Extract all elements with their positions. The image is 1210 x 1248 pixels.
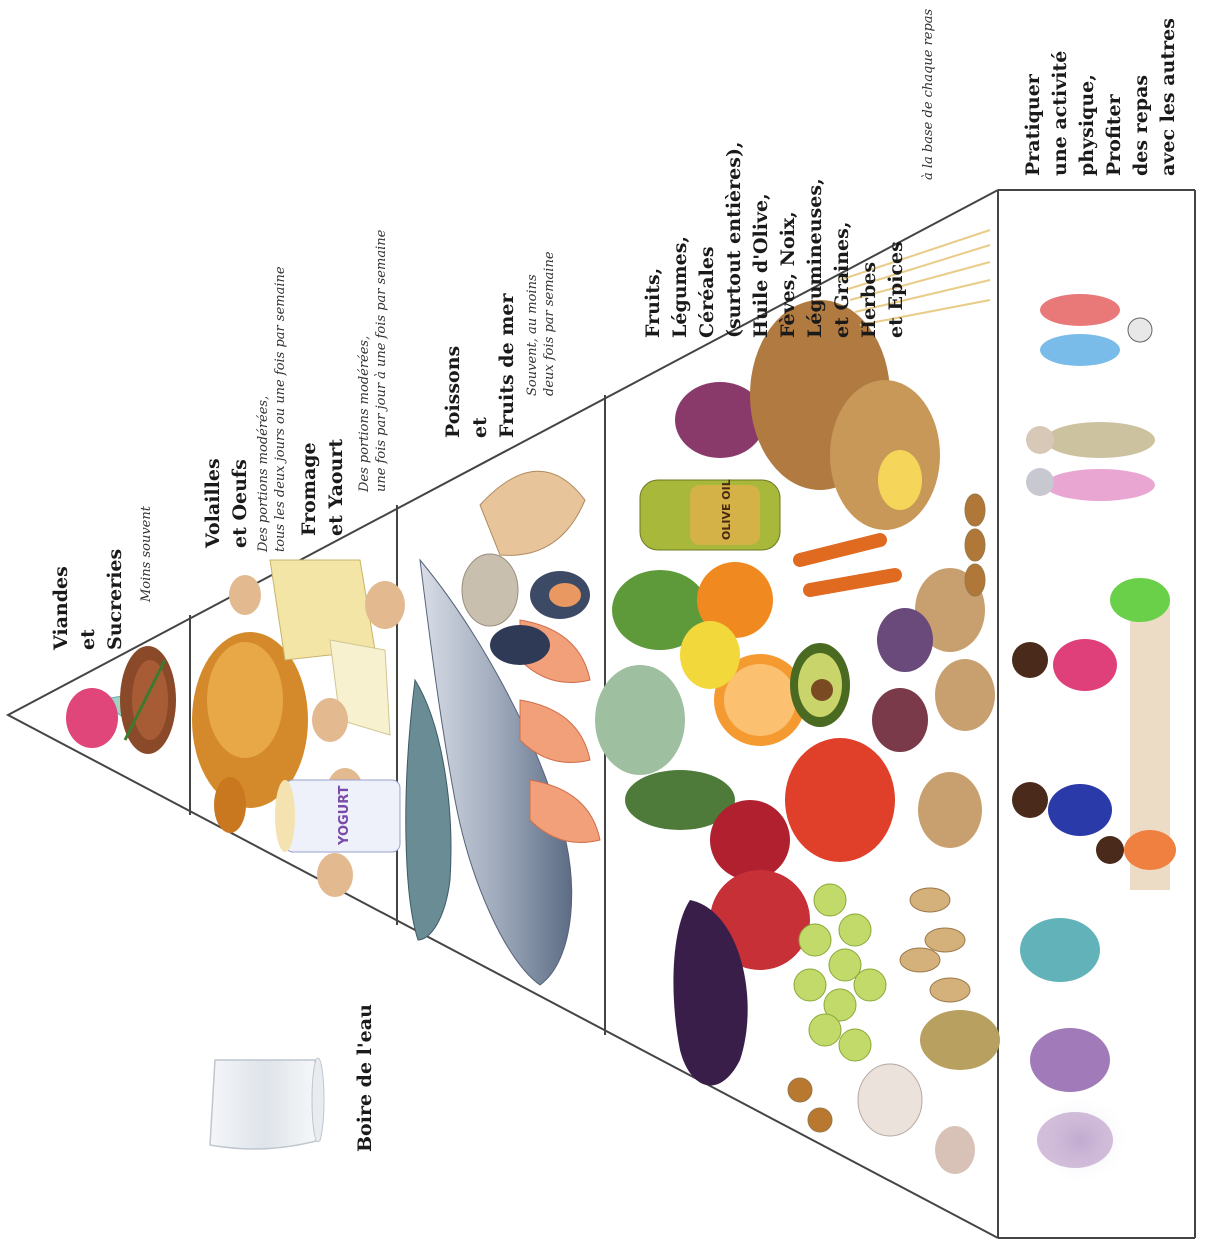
yogurt-label: YOGURT [337,785,352,846]
lentils-icon [920,1010,1000,1070]
avocado-icon [790,643,850,727]
cheese-yogurt-frequency: Des portions modérées, une fois par jour… [356,230,390,492]
clam-icon [462,554,518,626]
tier-plants-frequency: à la base de chaque repas [920,9,937,180]
olive-oil-icon: OLIVE OIL [640,479,780,550]
tier-fish-seafood-foods [406,471,600,985]
tier-fish-seafood-title: Poissons et Fruits de mer [440,294,521,438]
olive-oil-label: OLIVE OIL [720,479,733,540]
poultry-eggs-frequency: Des portions modérées, tous les deux jou… [255,266,289,552]
garlic-icon [858,1064,975,1174]
tier-meats-sweets-title: Viandes et Sucreries [48,549,129,650]
lifestyle-title: Pratiquer une activité physique, Profite… [1020,18,1182,176]
steak-icon [120,646,176,754]
tier-meats-sweets-frequency: Moins souvent [138,506,155,602]
family-meal-icon [1012,578,1176,890]
poultry-eggs-title: Volailles et Oeufs [200,458,254,548]
dancing-people-icon [1020,918,1130,1185]
scallop-icon [480,471,585,555]
cheese-yogurt-title: Fromage et Yaourt [296,439,350,536]
playing-children-icon [1040,294,1152,366]
walking-couple-icon [1026,422,1155,501]
tier-meats-sweets-foods [66,646,176,754]
tier-fish-seafood-frequency: Souvent, au moins deux fois par semaine [524,251,558,396]
lemon-icon [680,621,740,689]
lifestyle-scenes [1012,294,1176,1185]
water-glass-icon [210,1058,324,1149]
yogurt-icon: YOGURT [275,780,400,852]
tomato-icon [785,738,895,862]
carrot-icon [800,540,895,590]
cabbage-icon [595,665,685,775]
water-label: Boire de l'eau [352,1004,379,1152]
tier-poultry-dairy-foods: YOGURT [192,560,405,897]
tier-plants-title: Fruits, Légumes, Céréales (surtout entiè… [640,141,910,338]
